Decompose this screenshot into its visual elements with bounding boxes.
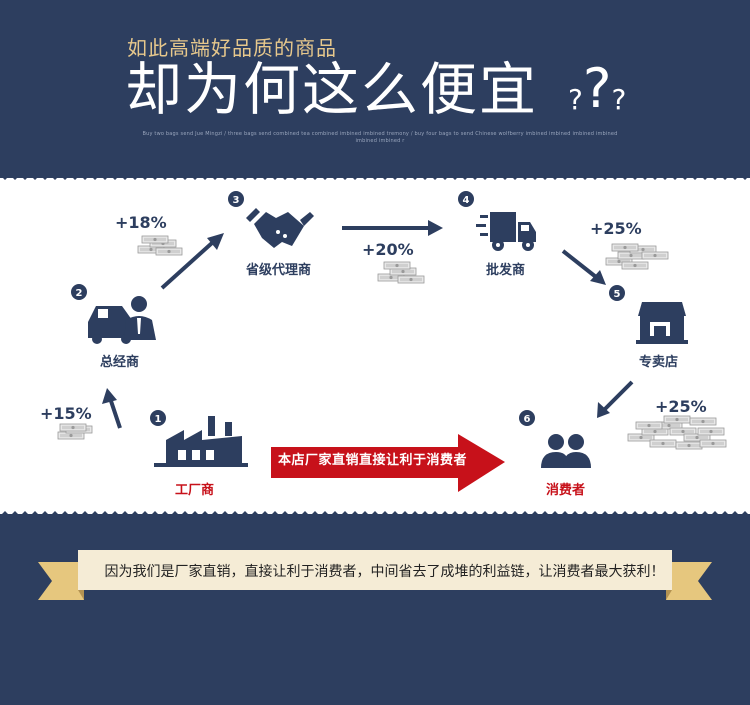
question-marks: ???: [568, 62, 626, 116]
svg-text:2: 2: [76, 288, 83, 299]
question-mark-small: ?: [568, 83, 583, 116]
businessman-car-icon: [88, 296, 156, 344]
banner-text: 因为我们是厂家直销，直接让利于消费者，中间省去了成堆的利益链，让消费者最大获利！: [104, 564, 665, 580]
question-mark-small: ?: [611, 83, 627, 116]
ribbon-right-tail: [666, 562, 712, 600]
arrow-4-to-5: [561, 249, 606, 285]
markup-general-distributor: +18%: [115, 213, 167, 232]
markup-wholesaler: +25%: [590, 219, 642, 238]
header-band: [0, 0, 750, 178]
handshake-icon: [246, 208, 314, 248]
step-label-general-distributor: 总经商: [100, 355, 140, 370]
step-label-store: 专卖店: [639, 355, 679, 370]
step-badge-3: 3: [228, 191, 244, 207]
step-label-factory: 工厂商: [175, 483, 215, 498]
arrow-5-to-6: [597, 380, 634, 418]
svg-text:3: 3: [233, 195, 240, 206]
svg-text:5: 5: [614, 289, 621, 300]
markup-factory: +15%: [40, 404, 92, 423]
factory-icon: [154, 416, 248, 467]
question-mark-large: ?: [582, 57, 612, 120]
step-badge-1: 1: [150, 410, 166, 426]
step-badge-4: 4: [458, 191, 474, 207]
direct-sale-arrow: [271, 434, 505, 492]
arrow-2-to-3: [160, 233, 224, 290]
svg-text:6: 6: [524, 414, 531, 425]
step-label-wholesaler: 批发商: [486, 263, 526, 278]
ribbon-left-fold: [78, 590, 84, 600]
step-badge-5: 5: [609, 285, 625, 301]
step-label-provincial-agent: 省级代理商: [246, 263, 312, 278]
step-badge-2: 2: [71, 284, 87, 300]
arrow-3-to-4: [342, 220, 443, 236]
header-headline: 却为何这么便宜: [125, 57, 538, 123]
step-badges: 1 2 3 4 5 6: [71, 191, 625, 426]
direct-sale-text: 本店厂家直销直接让利于消费者: [278, 453, 468, 468]
markup-store: +25%: [655, 397, 707, 416]
ribbon-right-fold: [666, 590, 672, 600]
step-label-consumer: 消费者: [546, 483, 586, 498]
ribbon-body: [78, 550, 672, 590]
consumers-icon: [541, 434, 591, 468]
svg-text:4: 4: [463, 195, 470, 206]
header-subtitle: 如此高端好品质的商品: [127, 36, 337, 60]
ribbon-left-tail: [38, 562, 84, 600]
arrow-1-to-2: [102, 388, 122, 429]
header-zigzag-edge: [0, 172, 750, 180]
flow-arrows: [102, 220, 634, 429]
footer-band: [0, 514, 750, 705]
store-icon: [636, 302, 688, 344]
markup-provincial-agent: +20%: [362, 240, 414, 259]
svg-text:1: 1: [155, 414, 162, 425]
step-badge-6: 6: [519, 410, 535, 426]
truck-icon: [476, 212, 536, 251]
header-fineprint: Buy two bags send Jue Mingzi / three bag…: [142, 131, 618, 144]
